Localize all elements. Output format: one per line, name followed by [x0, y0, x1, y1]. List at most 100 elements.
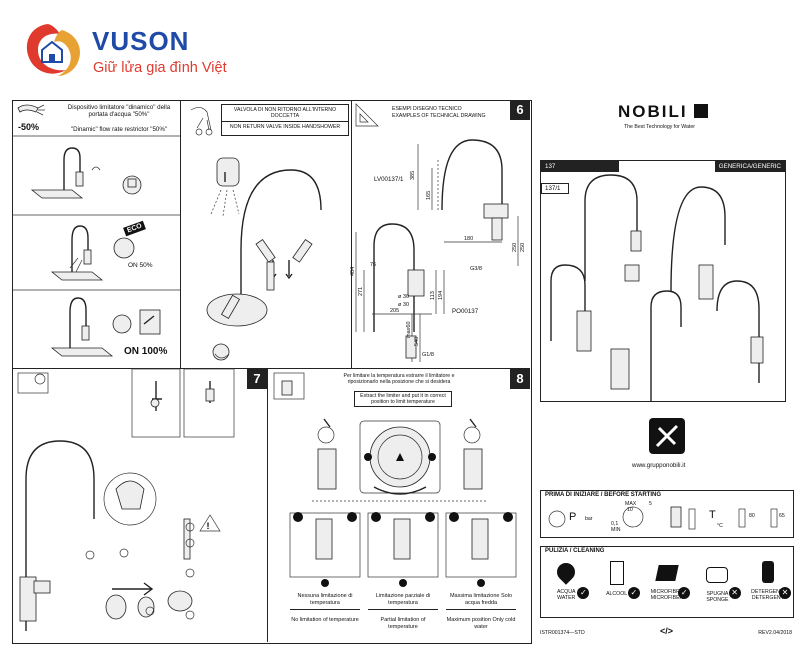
vuson-logo — [18, 20, 90, 84]
dim-30a: ø 30 — [398, 294, 409, 300]
dim-max60: max60 — [406, 321, 412, 338]
sponge-icon — [706, 567, 729, 583]
clean-item-water: ✓ ACQUA WATER — [541, 559, 591, 617]
clean-micro-it: MICROFIBRA — [650, 589, 684, 595]
tech-drawings: 385 165 180 250 250 G3/8 484 76 271 ø 30… — [350, 139, 526, 362]
panel-limiter-removal: 7 ! — [12, 368, 268, 642]
manual-sheet — [12, 100, 532, 644]
footer-rev: REV2.04/2018 — [758, 630, 792, 636]
col3-en: Maximum position Only cold water — [446, 617, 516, 630]
dim-g18: G1/8 — [422, 352, 434, 358]
clean-det-en: DETERGENT — [751, 595, 784, 601]
dim-165: 165 — [426, 191, 432, 200]
vuson-brand: VUSON — [92, 26, 190, 56]
cloth-icon — [655, 565, 679, 581]
panel-temperature-limiter: 8 Per limitare la temperatura estrarre i… — [268, 369, 530, 642]
clean-water-it: ACQUA — [556, 589, 576, 595]
ok-icon: ✓ — [577, 587, 590, 599]
col2-it: Limitazione parziale di temperatura — [368, 593, 438, 610]
dim-180: 180 — [464, 236, 473, 242]
dim-205: 205 — [390, 308, 399, 314]
clean-micro-en: MICROFIBER — [650, 595, 684, 601]
clean-water-en: WATER — [557, 595, 576, 601]
p8-title-it: Per limitare la temperatura estrarre il … — [343, 373, 455, 385]
clean-item-microfiber: ✓ MICROFIBRA MICROFIBER — [642, 559, 692, 617]
detergent-bottle-icon — [761, 561, 774, 583]
nobili-tag: The Best Technology for Water — [624, 124, 695, 130]
cleaning-box: PULIZIA / CLEANING ✓ ACQUA WATER ✓ ALCOO… — [540, 546, 794, 618]
clean-item-alcohol: ✓ ALCOOL — [591, 559, 641, 617]
restrictor-illustrations — [12, 135, 180, 357]
vuson-emblem — [26, 24, 81, 76]
clean-sponge-it: SPUGNA — [706, 591, 729, 597]
dim-385: 385 — [410, 171, 416, 180]
cleaning-title: PULIZIA / CLEANING — [545, 548, 605, 554]
col2-en: Partial limitation of temperature — [380, 617, 426, 630]
ok-icon: ✓ — [627, 587, 640, 599]
model-137-1: 137/1 — [541, 183, 569, 194]
dim-250: 250 — [512, 243, 518, 252]
before-title: PRIMA DI INIZIARE / BEFORE STARTING — [545, 492, 662, 498]
min-label: MIN — [611, 527, 621, 533]
dim-76: 76 — [370, 262, 376, 268]
panel7-number: 7 — [247, 369, 267, 389]
nobili-brand: NOBILI — [618, 102, 709, 122]
bar-label: bar — [585, 516, 593, 522]
ok-icon: ✓ — [678, 587, 691, 599]
col3-it: Massima limitazione Solo acqua fredda — [446, 593, 516, 610]
valve-it: VALVOLA DI NON RITORNO ALL'INTERNO DOCCE… — [233, 107, 337, 119]
p1-title-en: "Dinamic" flow rate restrictor "50%" — [70, 126, 168, 133]
before-start-icons — [548, 506, 778, 530]
limiter-removal-drawing: ! — [17, 368, 235, 631]
panel-technical: 6 ESEMPI DISEGNO TECNICO EXAMPLES OF TEC… — [350, 100, 530, 369]
c-label: °C — [717, 523, 723, 529]
no-icon: ✕ — [728, 587, 741, 599]
faucet-lineup — [550, 174, 764, 401]
generic-label: GENERICA/GENERIC — [714, 161, 785, 172]
dim-271: 271 — [358, 287, 364, 296]
p1-title-it: Dispositivo limitatore "dinamico" della … — [67, 104, 171, 118]
on50-label: ON 50% — [128, 262, 153, 269]
max-label: MAX — [625, 501, 637, 507]
spray-bottle-icon — [609, 561, 624, 585]
code-po: PO00137 — [452, 308, 479, 315]
before-box: PRIMA DI INIZIARE / BEFORE STARTING P ba… — [540, 490, 794, 538]
badge-minus50: -50% — [18, 122, 40, 132]
spray-icon — [17, 104, 45, 116]
vuson-tagline: Giữ lửa gia đình Việt — [93, 60, 227, 76]
code-lv: LV00137/1 — [374, 176, 404, 183]
pullout-illustration — [190, 107, 322, 361]
website: www.grupponobili.it — [632, 462, 686, 469]
cleaning-items: ✓ ACQUA WATER ✓ ALCOOL ✓ MICROFIBRA MICR… — [541, 559, 793, 617]
panel-non-return: VALVOLA DI NON RITORNO ALL'INTERNO DOCCE… — [181, 100, 352, 369]
v5-label: 5 — [649, 501, 652, 507]
p-label: P — [569, 511, 577, 523]
v65-label: 65 — [779, 513, 785, 519]
dim-113: 113 — [430, 291, 436, 300]
tech-it: ESEMPI DISEGNO TECNICO — [392, 106, 462, 112]
ruler-icon — [355, 103, 379, 127]
footer-code: ISTR001374—STD — [540, 630, 585, 636]
v10-label: 10 — [627, 507, 633, 513]
valve-en: NON RETURN VALVE INSIDE HANDSHOWER — [222, 121, 348, 132]
panel6-number: 6 — [510, 100, 530, 120]
valve-box: VALVOLA DI NON RITORNO ALL'INTERNO DOCCE… — [221, 104, 349, 136]
clean-sponge-en: SPONGE — [706, 597, 729, 603]
dim-194: 194 — [438, 291, 444, 300]
dim-g38: G3/8 — [470, 266, 482, 272]
col1-en: No limitation of temperature — [291, 617, 359, 623]
p8-title-en: Extract the limiter and put it in correc… — [354, 391, 452, 407]
right-page: NOBILI The Best Technology for Water 137… — [540, 100, 794, 642]
nobili-name: NOBILI — [618, 102, 688, 121]
models-box: 137 137/1 GENERICA/GENERIC — [540, 160, 786, 402]
col1-it: Nessuna limitazione di temperatura — [290, 593, 360, 610]
code-icon: </> — [660, 626, 674, 636]
dim-30b: ø 30 — [398, 302, 409, 308]
v80-label: 80 — [749, 513, 755, 519]
temperature-limiter-drawing — [273, 372, 517, 587]
t-label: T — [709, 509, 716, 521]
model-137: 137 — [541, 161, 619, 172]
clean-det-it: DETERGENTI — [751, 589, 785, 595]
svg-text:!: ! — [207, 521, 210, 531]
panel-flow-restrictor: -50% Dispositivo limitatore "dinamico" d… — [12, 100, 181, 369]
